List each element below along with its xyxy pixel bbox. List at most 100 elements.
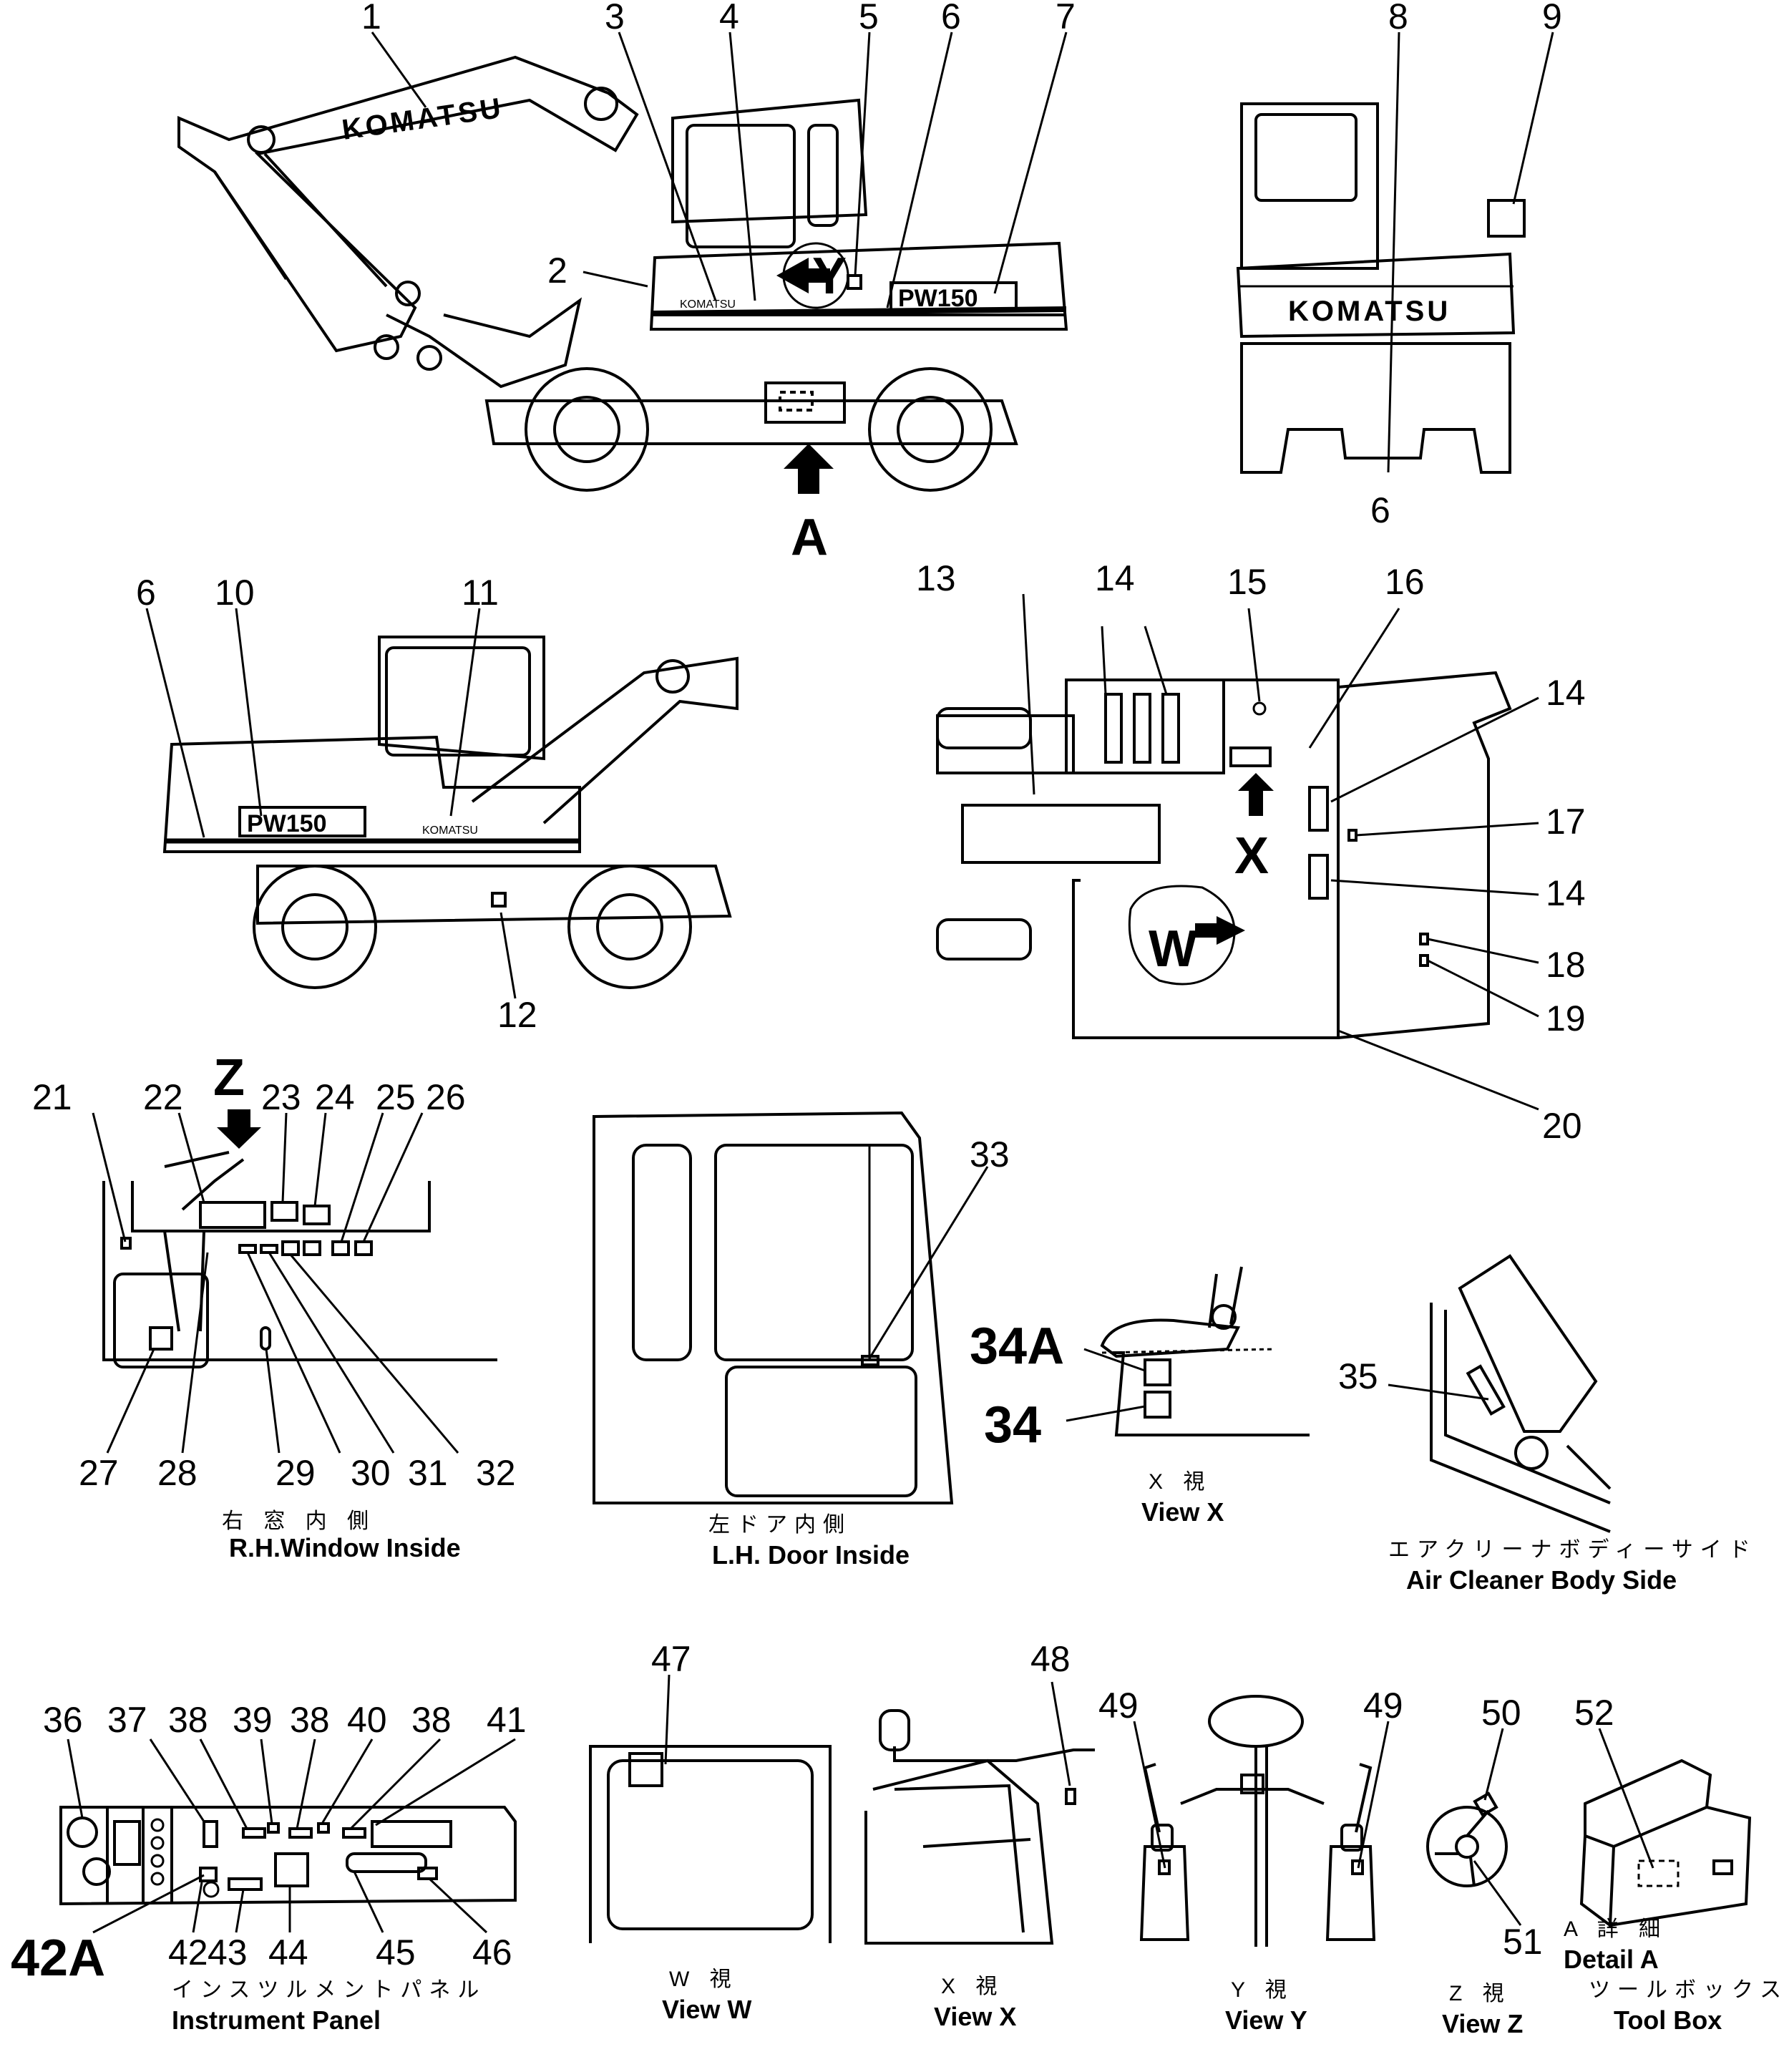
- callout-40: 40: [347, 1700, 387, 1740]
- callout-12: 12: [497, 995, 537, 1035]
- view-letter-x-top: X: [1234, 827, 1269, 885]
- callout-34A: 34A: [970, 1318, 1064, 1375]
- callout-45: 45: [376, 1932, 416, 1973]
- toolbox-caption-en: Tool Box: [1614, 2005, 1722, 2035]
- instrument-caption-jp: インスツルメントパネル: [172, 1978, 486, 2002]
- callout-4: 4: [719, 0, 739, 37]
- callout-7: 7: [1056, 0, 1076, 37]
- callout-25: 25: [376, 1077, 416, 1117]
- view-z-caption-jp: Z 視: [1449, 1982, 1511, 2005]
- air-cleaner-caption-jp: エアクリーナボディーサイド: [1388, 1538, 1758, 1562]
- callout-47: 47: [651, 1639, 691, 1679]
- view-letter-z: Z: [213, 1049, 245, 1106]
- model-decal: PW150: [898, 285, 978, 312]
- callout-38b: 38: [290, 1700, 330, 1740]
- lh-door-caption-jp: 左ドア内側: [708, 1513, 852, 1537]
- callout-37: 37: [107, 1700, 147, 1740]
- instrument-panel: 36 37 38 39 38 40 38 41 42A 42 43 44 45 …: [11, 1700, 527, 2035]
- callout-27: 27: [79, 1453, 119, 1493]
- callout-9: 9: [1542, 0, 1562, 37]
- view-y-controls: 49 49 Y 視 View Y: [1098, 1686, 1403, 2035]
- view-letter-w: W: [1149, 920, 1197, 978]
- callout-44: 44: [268, 1932, 308, 1973]
- view-x-caption-en: View X: [1141, 1497, 1224, 1527]
- view-w-caption-jp: W 視: [669, 1968, 739, 1991]
- callout-38c: 38: [411, 1700, 452, 1740]
- callout-48: 48: [1030, 1639, 1071, 1679]
- detail-a-caption-jp: A 詳 細: [1564, 1917, 1667, 1941]
- rear-logo-decal: KOMATSU: [1288, 296, 1451, 327]
- callout-6a: 6: [941, 0, 961, 37]
- view-z-caption-en: View Z: [1442, 2009, 1523, 2038]
- callout-52: 52: [1574, 1693, 1614, 1733]
- view-y-caption-en: View Y: [1225, 2005, 1307, 2035]
- air-cleaner-caption-en: Air Cleaner Body Side: [1406, 1565, 1677, 1595]
- callout-3: 3: [605, 0, 625, 37]
- callout-43: 43: [208, 1932, 248, 1973]
- callout-13: 13: [916, 558, 956, 598]
- callout-14c: 14: [1546, 873, 1586, 913]
- view-letter-a: A: [791, 509, 828, 566]
- callout-24: 24: [315, 1077, 355, 1117]
- instrument-caption-en: Instrument Panel: [172, 2005, 381, 2035]
- excavator-top-view: X W 13 14 15 16 14 17 14 18 19 20: [916, 558, 1586, 1146]
- callout-46: 46: [472, 1932, 512, 1973]
- callout-17: 17: [1546, 802, 1586, 842]
- rh-window-caption-jp: 右 窓 内 側: [222, 1509, 376, 1533]
- rh-window-inside: Z 21 22 23 24 25 26 27 28 29 30 31 32 右 …: [32, 1049, 516, 1562]
- callout-6c: 6: [136, 573, 156, 613]
- view-x2-caption-jp: X 視: [941, 1975, 1004, 1998]
- view-y-caption-jp: Y 視: [1231, 1978, 1294, 2002]
- callout-49b: 49: [1363, 1686, 1403, 1726]
- view-w: 47 W 視 View W: [589, 1639, 832, 2024]
- callout-31: 31: [408, 1453, 448, 1493]
- view-w-caption-en: View W: [662, 1995, 751, 2024]
- callout-10: 10: [215, 573, 255, 613]
- callout-51: 51: [1503, 1922, 1543, 1962]
- callout-36: 36: [43, 1700, 83, 1740]
- callout-35: 35: [1338, 1356, 1378, 1396]
- view-x-seat: 34A 34 X 視 View X: [970, 1266, 1310, 1527]
- callout-41: 41: [487, 1700, 527, 1740]
- callout-38a: 38: [168, 1700, 208, 1740]
- callout-15: 15: [1227, 562, 1267, 602]
- callout-42A: 42A: [11, 1930, 105, 1987]
- callout-30: 30: [351, 1453, 391, 1493]
- toolbox-caption-jp: ツールボックス: [1589, 1978, 1784, 2002]
- callout-23: 23: [261, 1077, 301, 1117]
- small-logo-decal: KOMATSU: [680, 298, 736, 311]
- callout-33: 33: [970, 1134, 1010, 1174]
- detail-a-caption-en: Detail A: [1564, 1945, 1659, 1974]
- callout-2: 2: [547, 251, 567, 291]
- callout-28: 28: [157, 1453, 198, 1493]
- callout-6b: 6: [1370, 490, 1390, 530]
- callout-34: 34: [984, 1396, 1041, 1454]
- callout-11: 11: [462, 573, 499, 613]
- callout-29: 29: [276, 1453, 316, 1493]
- rear-view: KOMATSU 8 9 6: [1236, 0, 1562, 530]
- callout-8: 8: [1388, 0, 1408, 37]
- view-x-cab: 48 X 視 View X: [864, 1639, 1095, 2031]
- callout-14a: 14: [1095, 558, 1135, 598]
- callout-16: 16: [1385, 562, 1425, 602]
- callout-5: 5: [859, 0, 879, 37]
- callout-21: 21: [32, 1077, 72, 1117]
- callout-22: 22: [143, 1077, 183, 1117]
- callout-39: 39: [233, 1700, 273, 1740]
- callout-1: 1: [361, 0, 381, 37]
- toolbox-detail-a: 52 A 詳 細 Detail A ツールボックス Tool Box: [1564, 1693, 1784, 2035]
- view-x2-caption-en: View X: [934, 2002, 1016, 2031]
- callout-42: 42: [168, 1932, 208, 1973]
- callout-49a: 49: [1098, 1686, 1139, 1726]
- view-z-wheel: 50 51 Z 視 View Z: [1426, 1693, 1543, 2038]
- excavator-right-view: PW150 KOMATSU 6 10 11 12: [136, 573, 739, 1035]
- excavator-side-view: Y PW150 KOMATSU KOMATSU A 1 2 3 4 5 6 7: [177, 0, 1076, 566]
- callout-19: 19: [1546, 998, 1586, 1039]
- right-model-decal: PW150: [247, 810, 327, 837]
- rh-window-caption-en: R.H.Window Inside: [229, 1533, 461, 1562]
- callout-32: 32: [476, 1453, 516, 1493]
- lh-door-inside: 33 左ドア内側 L.H. Door Inside: [593, 1111, 1010, 1570]
- callout-14b: 14: [1546, 673, 1586, 713]
- callout-18: 18: [1546, 945, 1586, 985]
